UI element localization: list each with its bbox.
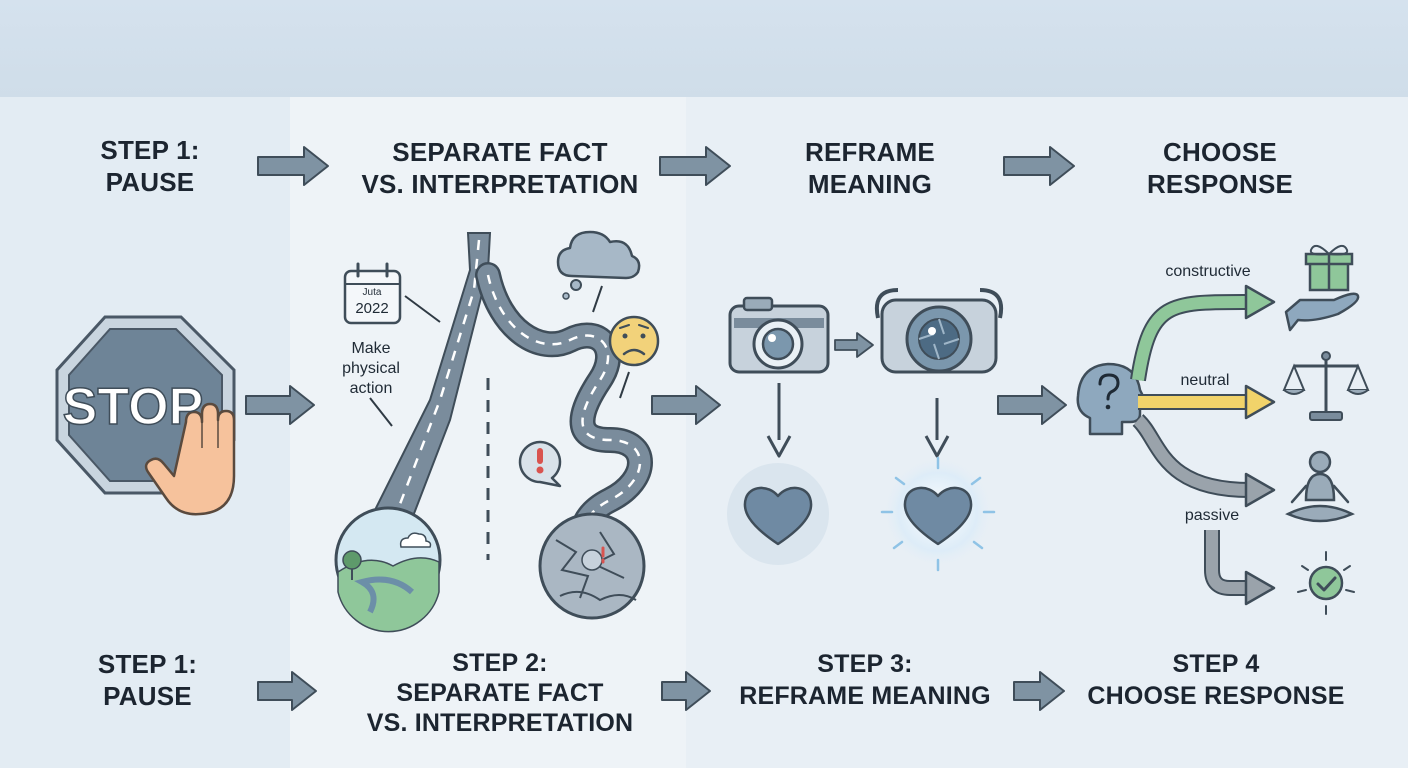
top-step-4-line1: CHOOSE <box>1163 137 1277 167</box>
bottom-step-2-line1: STEP 2: <box>452 649 548 677</box>
arrow-mid-1 <box>245 385 315 425</box>
bottom-step-2-title: STEP 2: SEPARATE FACT VS. INTERPRETATION <box>340 648 660 738</box>
top-step-2-line2: VS. INTERPRETATION <box>361 169 639 199</box>
camera-icon <box>728 296 830 374</box>
constructive-arrow <box>1130 284 1276 382</box>
thought-cloud-icon <box>556 230 641 300</box>
top-step-3-line1: REFRAME <box>805 137 935 167</box>
top-step-3-line2: MEANING <box>807 169 933 199</box>
bottom-step-3-line1: STEP 3: <box>817 650 913 678</box>
chaotic-scene-icon <box>538 512 646 620</box>
constructive-label: constructive <box>1165 263 1251 280</box>
note-line-2: physical <box>342 360 400 377</box>
panel-reframe-choose <box>686 97 1408 768</box>
bottom-step-1-line1: STEP 1: <box>97 649 198 679</box>
balance-scale-icon <box>1282 351 1370 421</box>
bottom-step-4-title: STEP 4 CHOOSE RESPONSE <box>1080 648 1352 712</box>
gift-hand-icon <box>1284 244 1360 332</box>
bottom-step-2-line3: VS. INTERPRETATION <box>366 709 634 737</box>
raised-hand-icon <box>144 402 236 516</box>
passive-label: passive <box>1184 507 1240 524</box>
face-pointer-line <box>619 371 630 399</box>
top-step-1-line2: PAUSE <box>105 167 195 197</box>
top-step-2-title: SEPARATE FACT VS. INTERPRETATION <box>350 136 650 200</box>
calm-landscape-icon <box>334 506 442 633</box>
neutral-arrow <box>1138 384 1276 420</box>
physical-action-note: Make physical action <box>316 339 426 399</box>
arrow-mid-3 <box>997 385 1067 425</box>
heart-glow-icon <box>880 456 996 572</box>
top-band <box>0 0 1408 97</box>
alert-bubble-icon <box>518 440 562 488</box>
winding-road-icon <box>475 262 653 573</box>
bottom-step-3-line2: REFRAME MEANING <box>739 682 991 710</box>
stop-sign-text: STOP <box>63 378 204 436</box>
arrow-bottom-3 <box>1013 671 1065 711</box>
bottom-step-4-line2: CHOOSE RESPONSE <box>1087 682 1345 710</box>
arrow-top-1 <box>257 146 329 186</box>
check-badge-icon <box>1297 551 1355 615</box>
top-step-2-line1: SEPARATE FACT <box>392 137 608 167</box>
arrow-down-1 <box>766 383 792 458</box>
calendar-month: Juta <box>363 287 382 298</box>
neutral-label: neutral <box>1180 372 1230 389</box>
worried-face-icon <box>608 315 660 367</box>
arrow-down-2 <box>924 398 950 458</box>
bottom-step-3-title: STEP 3: REFRAME MEANING <box>720 648 1010 712</box>
passive-down-arrow <box>1204 530 1276 606</box>
thinking-head-icon <box>1076 362 1148 436</box>
calendar-pointer-line <box>404 295 441 323</box>
cloud-pointer-line <box>592 285 603 313</box>
heart-plain-icon <box>727 463 829 565</box>
arrow-mid-2 <box>651 385 721 425</box>
top-step-4-line2: RESPONSE <box>1146 169 1294 199</box>
note-pointer-line <box>369 397 393 427</box>
top-step-1-line1: STEP 1: <box>100 135 200 165</box>
calendar-year: 2022 <box>355 300 388 317</box>
arrow-camera-to-lens <box>834 332 874 358</box>
bottom-step-4-line1: STEP 4 <box>1172 650 1260 678</box>
note-line-1: Make <box>351 340 391 357</box>
calendar-icon <box>343 262 402 325</box>
arrow-top-3 <box>1003 146 1075 186</box>
arrow-top-2 <box>659 146 731 186</box>
meditating-person-icon <box>1285 450 1355 523</box>
arrow-bottom-2 <box>661 671 711 711</box>
bottom-step-2-line2: SEPARATE FACT <box>396 679 604 707</box>
reframe-lens-icon <box>875 288 1003 374</box>
bottom-step-1-title: STEP 1: PAUSE <box>60 648 235 712</box>
top-step-3-title: REFRAME MEANING <box>770 136 970 200</box>
passive-arrow <box>1132 414 1276 508</box>
note-line-3: action <box>349 380 393 397</box>
top-step-4-title: CHOOSE RESPONSE <box>1120 136 1320 200</box>
top-step-1-title: STEP 1: PAUSE <box>60 134 240 198</box>
arrow-bottom-1 <box>257 671 317 711</box>
bottom-step-1-line2: PAUSE <box>103 681 192 711</box>
